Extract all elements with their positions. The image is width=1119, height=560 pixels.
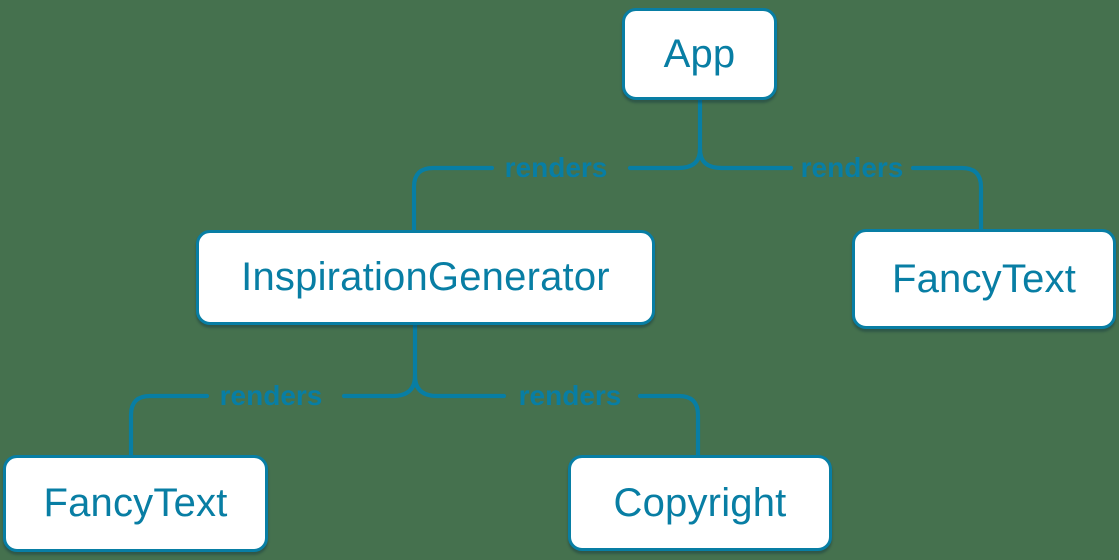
node-inspiration-generator: InspirationGenerator	[196, 230, 655, 325]
edge-line-app-to-fancytext	[910, 165, 984, 232]
node-fancy-text-bottom-label: FancyText	[43, 481, 228, 525]
edge-line-ig-right-branch	[412, 373, 507, 399]
node-fancy-text-top: FancyText	[852, 229, 1116, 329]
edge-label-ig-fancytext: renders	[219, 380, 323, 411]
edge-label-app-inspirationgenerator: renders	[504, 152, 608, 183]
edge-line-ig-to-fancytext	[128, 393, 210, 459]
edge-label-app-fancytext: renders	[800, 152, 904, 183]
node-app: App	[622, 8, 777, 100]
edge-line-app-right-branch	[697, 146, 794, 171]
node-copyright-label: Copyright	[613, 480, 787, 525]
node-app-label: App	[663, 31, 736, 76]
edge-line-ig-to-copyright	[637, 393, 701, 459]
node-copyright: Copyright	[568, 455, 832, 551]
edge-line-ig-left-branch	[341, 373, 418, 399]
edge-label-ig-copyright: renders	[518, 380, 622, 411]
edge-line-app-left-branch	[627, 146, 703, 171]
node-inspiration-generator-label: InspirationGenerator	[241, 255, 610, 299]
node-fancy-text-bottom: FancyText	[3, 455, 268, 552]
node-fancy-text-top-label: FancyText	[891, 256, 1077, 301]
edge-line-app-to-inspirationgenerator	[411, 165, 495, 233]
